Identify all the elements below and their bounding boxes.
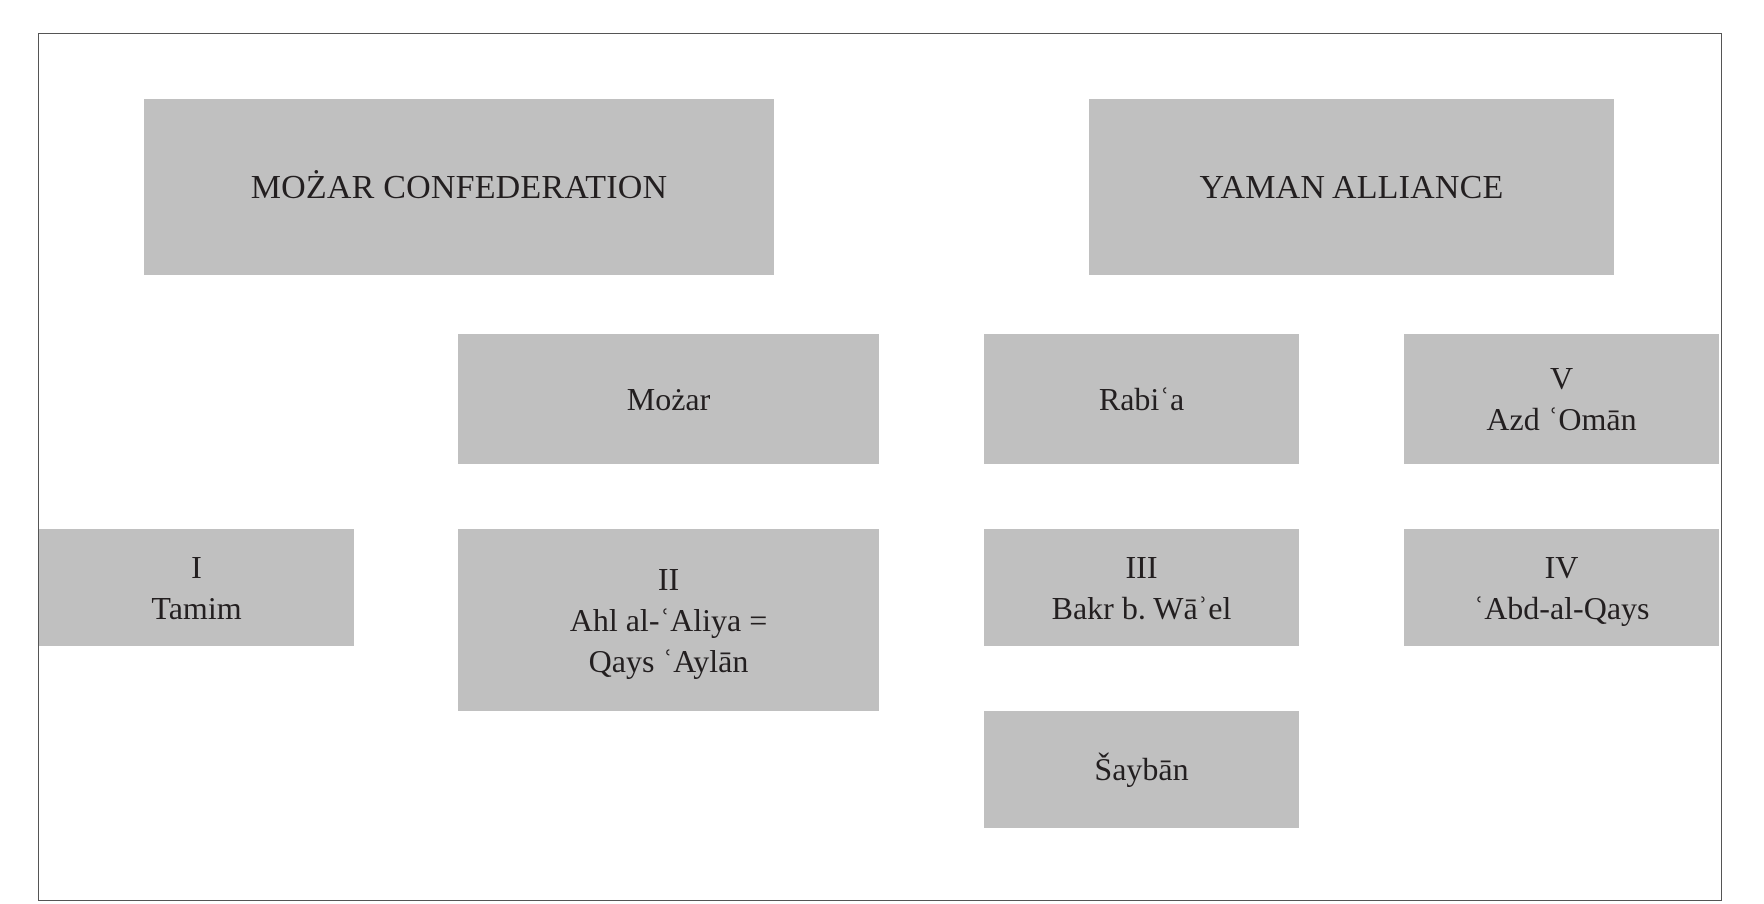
mozar-group-box: Możar <box>458 334 879 464</box>
tribe-ii-numeral: II <box>657 560 680 597</box>
tribe-i-box: I Tamim <box>39 529 354 646</box>
tribe-ii-name-line1: Ahl al-ʿAliya = <box>569 601 768 638</box>
tribe-v-numeral: V <box>1549 360 1574 396</box>
tribe-ii-box: II Ahl al-ʿAliya = Qays ʿAylān <box>458 529 879 711</box>
tribe-iv-name: ʿAbd-al-Qays <box>1473 589 1650 626</box>
tribe-i-name: Tamim <box>151 589 242 626</box>
tribe-v-name: Azd ʿOmān <box>1486 401 1637 437</box>
yaman-alliance-label: YAMAN ALLIANCE <box>1199 168 1504 206</box>
rabia-group-box: Rabiʿa <box>984 334 1299 464</box>
rabia-group-label: Rabiʿa <box>1098 380 1185 417</box>
shayban-group-box: Šaybān <box>984 711 1299 828</box>
mozar-confederation-box: MOŻAR CONFEDERATION <box>144 99 774 275</box>
tribe-iv-numeral: IV <box>1544 548 1579 585</box>
mozar-group-label: Możar <box>626 380 711 417</box>
tribe-v-box: V Azd ʿOmān <box>1404 334 1719 464</box>
tribe-iii-numeral: III <box>1125 548 1158 585</box>
yaman-alliance-box: YAMAN ALLIANCE <box>1089 99 1614 275</box>
tribe-iii-name: Bakr b. Wāʾel <box>1051 589 1232 626</box>
tribe-i-numeral: I <box>191 548 202 585</box>
mozar-confederation-label: MOŻAR CONFEDERATION <box>250 168 668 206</box>
tribe-ii-name-line2: Qays ʿAylān <box>588 642 749 679</box>
tribe-iv-box: IV ʿAbd-al-Qays <box>1404 529 1719 646</box>
tribe-iii-box: III Bakr b. Wāʾel <box>984 529 1299 646</box>
shayban-group-label: Šaybān <box>1094 751 1189 787</box>
